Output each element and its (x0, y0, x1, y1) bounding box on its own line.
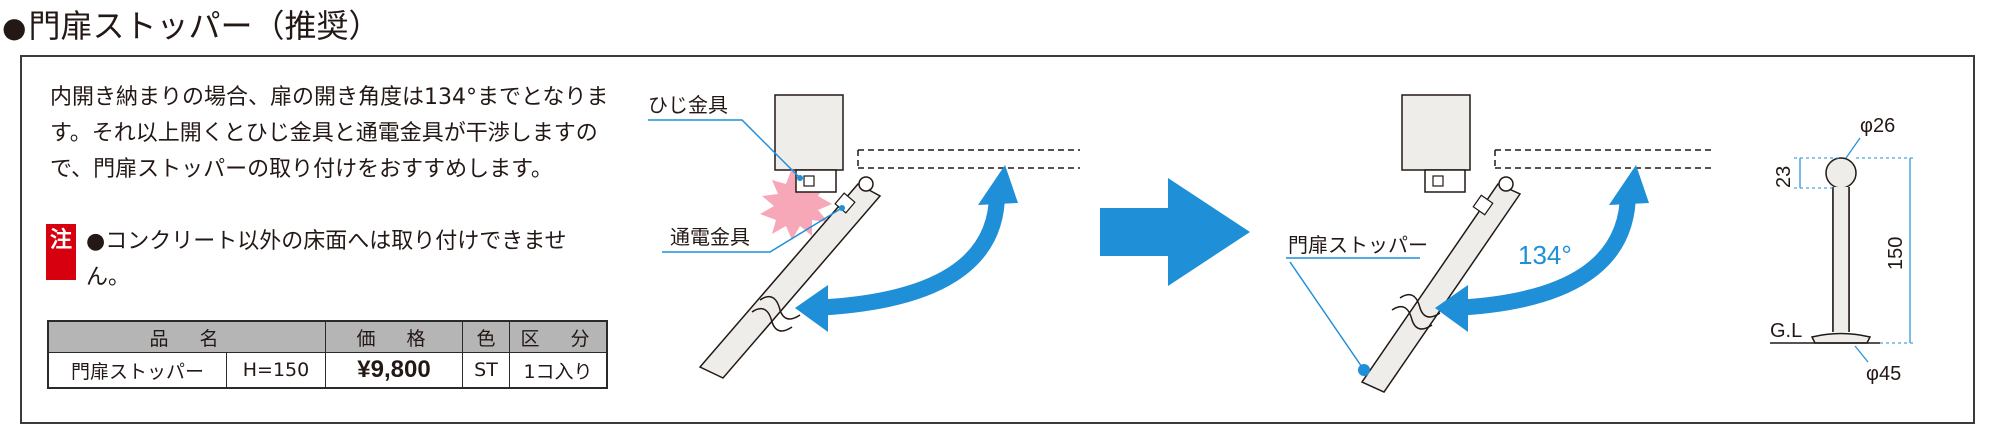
stopper-shaft-fill (1833, 187, 1849, 332)
power-leader-dot (839, 205, 845, 211)
arrow-head-top-right (1609, 165, 1649, 205)
power-fitting-right (1472, 194, 1494, 216)
elbow-leader-line (648, 119, 801, 179)
description-text: 内開き納まりの場合、扉の開き角度は134°までとなります。それ以上開くとひじ金具… (50, 85, 609, 182)
break-mark (759, 295, 801, 320)
elbow-leader-dot (797, 175, 803, 181)
title-text: 門扉ストッパー（推奨） (28, 7, 381, 45)
arrow-head-left-right (1435, 285, 1468, 332)
ground-label: G.L (1770, 320, 1802, 342)
header-category: 区 分 (509, 320, 608, 353)
arrow-head-top (978, 165, 1018, 205)
table-row: 門扉ストッパー H=150 ¥9,800 ST 1コ入り (47, 352, 608, 389)
top-diameter-label: φ26 (1860, 115, 1895, 137)
header-price: 価 格 (325, 320, 463, 353)
total-height-label: 150 (1885, 237, 1907, 270)
cell-size: H=150 (225, 352, 327, 389)
right-gate-diagram: 134° 門扉ストッパー (1286, 94, 1715, 393)
break-mark-right (1399, 293, 1441, 318)
section-title: ●門扉ストッパー（推奨） (2, 4, 380, 50)
hinge-pin (858, 176, 874, 192)
angle-label: 134° (1518, 240, 1572, 270)
stopper-base (1810, 332, 1872, 344)
gate-leaf-right (1360, 183, 1522, 393)
elbow-fitting-right (1424, 169, 1466, 193)
ball-height-label: 23 (1773, 166, 1795, 188)
open-direction-arrow (811, 189, 1006, 316)
top-diameter-leader (1845, 137, 1861, 159)
title-bullet: ● (2, 11, 27, 44)
gate-leaf (698, 183, 882, 379)
break-mark-2 (751, 307, 793, 332)
cell-product-name: 門扉ストッパー (47, 352, 227, 389)
label-gate-stopper: 門扉ストッパー (1288, 233, 1428, 257)
stopper-dimension-drawing: G.L φ26 23 150 φ45 (1770, 115, 1914, 385)
header-color: 色 (462, 320, 510, 353)
stopper-shaft-edge (1832, 187, 1850, 332)
note-badge: 注 (46, 224, 76, 280)
arrow-head-left (795, 285, 828, 332)
note-text: ●コンクリート以外の床面へは取り付けできません。 (86, 229, 567, 290)
gate-post-right (1401, 94, 1471, 171)
open-direction-arrow-right (1451, 189, 1637, 316)
cell-color: ST (462, 352, 510, 389)
price-table: 品 名 価 格 色 区 分 門扉ストッパー H=150 ¥9,800 ST 1コ… (47, 320, 608, 389)
cell-price: ¥9,800 (325, 352, 463, 389)
stopper-leader-diagonal (1289, 261, 1365, 371)
transition-arrow (1100, 178, 1250, 286)
stopper-ball (1825, 157, 1857, 189)
elbow-bolt-right (1432, 175, 1444, 187)
power-leader-line (662, 207, 843, 253)
closed-gate-outline-right (1494, 149, 1715, 169)
content-frame (20, 55, 1975, 424)
left-gate-diagram: ひじ金具 通電金具 (648, 93, 1080, 379)
price-table-header: 品 名 価 格 色 区 分 (47, 320, 608, 353)
cell-unit: 1コ入り (509, 352, 608, 389)
base-diameter-label: φ45 (1866, 363, 1901, 385)
note-block: 注 ●コンクリート以外の床面へは取り付けできません。 (46, 224, 606, 294)
label-power-fitting: 通電金具 (670, 225, 750, 249)
break-mark-right-2 (1391, 305, 1433, 330)
gate-post (774, 94, 844, 171)
base-diameter-leader (1854, 345, 1869, 363)
hinge-pin-right (1498, 176, 1514, 192)
elbow-bolt (803, 175, 815, 187)
stopper-marker (1358, 364, 1370, 376)
closed-gate-outline (857, 149, 1080, 169)
label-elbow-fitting: ひじ金具 (648, 93, 728, 117)
header-product-name: 品 名 (47, 320, 326, 353)
elbow-fitting (795, 169, 837, 193)
